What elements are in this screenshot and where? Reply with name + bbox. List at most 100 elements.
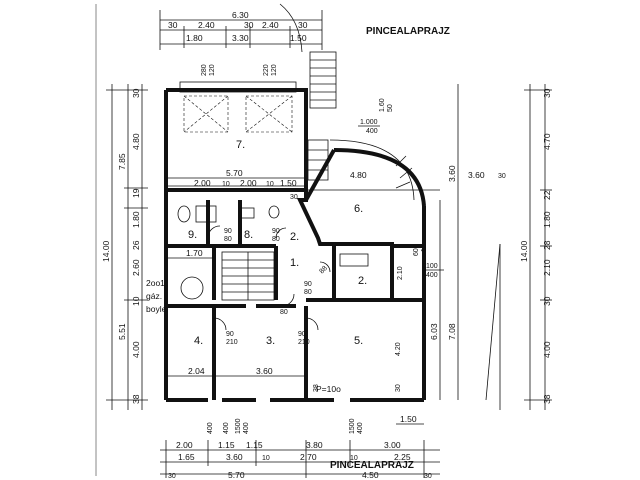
dim-interior: 120 [271,64,278,76]
floor-note: P=10o [316,384,341,394]
dim-bottom: 3.60 [226,452,243,462]
dim-top: 2.40 [198,20,215,30]
dim-interior: 10 [266,181,274,188]
bottom-dimensions: 400 400 1500 400 1500 400 1.50 2.00 1.15… [160,414,440,480]
room-1-label: 1. [290,257,299,269]
dim-bottom: 4.50 [362,470,379,480]
dim-bottom: 1500 [235,418,242,434]
dim-interior: 3.60 [468,170,485,180]
dim-bottom: 5.70 [228,470,245,480]
dim-left: 1.80 [131,211,141,228]
dim-interior: 210 [298,339,310,346]
dim-bottom: 30 [424,473,432,480]
dim-top: 30 [244,20,254,30]
dim-interior: 60 [413,248,420,256]
dim-interior: 90 [224,228,232,235]
dim-interior: 210 [226,339,238,346]
room-8-label: 8. [244,229,253,241]
dim-interior: 1.60 [379,98,386,112]
dim-bottom: 30 [168,473,176,480]
dim-left: 30 [131,88,141,98]
dim-right: 4.00 [542,341,552,358]
dim-bottom: 400 [207,422,214,434]
dim-interior: 2.04 [188,366,205,376]
dim-interior: 30 [498,173,506,180]
dim-interior: 38 [313,384,320,392]
dim-bottom: 2.25 [394,452,411,462]
dim-left: 38 [131,394,141,404]
right-dimensions: 3.60 6.03 7.08 14.00 30 4.70 22 1.80 28 … [429,84,552,410]
room-3-label: 3. [266,335,275,347]
dim-left: 26 [131,240,141,250]
dim-bottom: 400 [223,422,230,434]
dim-right: 22 [542,190,552,200]
dim-bottom: 1.15 [218,440,235,450]
dim-interior: 2.10 [397,266,404,280]
dim-bottom: 10 [350,455,358,462]
dim-bottom: 2.00 [176,440,193,450]
dim-overall-width: 6.30 [232,10,249,20]
building-walls [164,88,426,402]
drawing-title-bottom: PINCEALAPRAJZ [330,460,414,471]
dim-interior: 1.70 [186,248,203,258]
dim-left: 4.80 [131,133,141,150]
dim-bottom: 1500 [349,418,356,434]
dim-interior: 4.20 [395,342,402,356]
dim-interior: 280 [201,64,208,76]
room-7-label: 7. [236,139,245,151]
boiler-label-2: gáz. [146,291,162,301]
drawing-title: PINCEALAPRAJZ [366,26,450,37]
dim-interior: 3.60 [256,366,273,376]
dim-bottom: 10 [262,455,270,462]
room-5-label: 5. [354,335,363,347]
dim-interior: 2.00 [240,178,257,188]
dim-bottom: 400 [243,422,250,434]
dim-bottom: 3.80 [306,440,323,450]
dim-interior: 30 [290,194,298,201]
dim-interior: 1.50 [280,178,297,188]
dim-interior: 4.80 [350,170,367,180]
dim-top: 3.30 [232,33,249,43]
boiler-label-3: boyle [146,304,167,314]
dim-left-total: 14.00 [101,240,111,262]
dim-interior: 90 [226,331,234,338]
room-9-label: 9. [188,229,197,241]
dim-interior: 80 [280,309,288,316]
room-2b-label: 2. [358,275,367,287]
dim-left: 2.60 [131,259,141,276]
dim-interior: 50 [387,104,394,112]
dim-interior: 90 [298,331,306,338]
dim-right: 30 [542,296,552,306]
dim-interior: 100 [426,263,438,270]
dim-bottom: 2.70 [300,452,317,462]
dim-interior: 80 [272,236,280,243]
dim-interior: 10 [421,244,428,252]
dim-interior: 90 [272,228,280,235]
dim-top: 30 [298,20,308,30]
dim-bottom: 1.50 [400,414,417,424]
dim-left: 10 [131,296,141,306]
dim-interior: 88 [318,265,329,276]
dim-bottom: 400 [357,422,364,434]
dim-bottom: 1.65 [178,452,195,462]
dim-left: 7.85 [117,153,127,170]
interior-details [166,51,440,377]
dim-interior: 1.000 [360,119,378,126]
dim-top: 30 [168,20,178,30]
dim-right: 30 [542,88,552,98]
dim-interior: 5.70 [226,168,243,178]
dim-interior: 220 [263,64,270,76]
dim-right: 28 [542,240,552,250]
dim-right: 1.80 [542,211,552,228]
dim-interior: 10 [222,181,230,188]
dim-right: 4.70 [542,133,552,150]
dim-top: 1.50 [290,33,307,43]
interior-dimensions: 280 120 220 120 1.60 50 1.000 400 4.80 3… [186,64,506,392]
room-6-label: 6. [354,203,363,215]
dim-interior: 400 [426,272,438,279]
dim-bottom: 3.00 [384,440,401,450]
dim-left: 4.00 [131,341,141,358]
top-dimensions: 6.30 30 2.40 30 2.40 30 1.80 3.30 1.50 [159,3,323,53]
dim-right: 2.10 [542,259,552,276]
